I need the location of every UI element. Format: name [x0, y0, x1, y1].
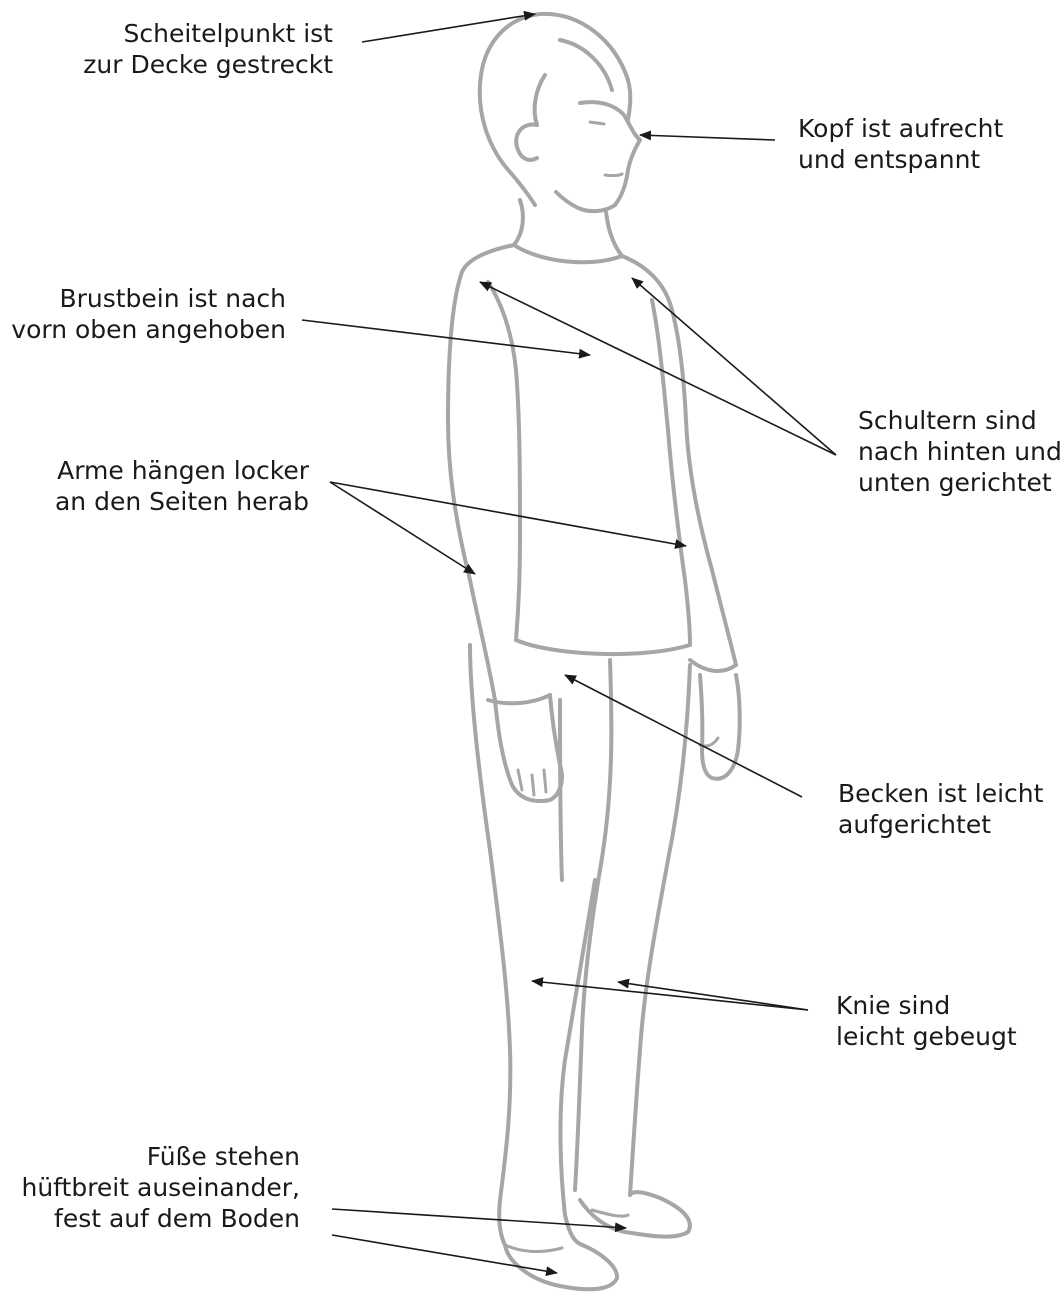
label-pelvis-line-2: aufgerichtet: [838, 809, 1043, 840]
label-feet-line-2: hüftbreit auseinander,: [21, 1172, 300, 1203]
label-arms-line-2: an den Seiten herab: [55, 486, 309, 517]
arrow-head: [640, 135, 775, 140]
arrow-pelvis: [565, 675, 802, 797]
label-shoulders-line-2: nach hinten und: [858, 436, 1061, 467]
label-pelvis-line-1: Becken ist leicht: [838, 778, 1043, 809]
label-sternum-line-1: Brustbein ist nach: [11, 283, 286, 314]
arrow-knee-left: [532, 981, 808, 1010]
label-feet: Füße stehen hüftbreit auseinander, fest …: [21, 1141, 300, 1234]
label-knees: Knie sind leicht gebeugt: [836, 990, 1017, 1052]
label-sternum: Brustbein ist nach vorn oben angehoben: [11, 283, 286, 345]
label-feet-line-1: Füße stehen: [21, 1141, 300, 1172]
arrow-foot-front: [332, 1235, 557, 1273]
label-head-line-2: und entspannt: [798, 144, 1003, 175]
label-knees-line-2: leicht gebeugt: [836, 1021, 1017, 1052]
arrow-foot-back: [332, 1209, 626, 1228]
label-arms: Arme hängen locker an den Seiten herab: [55, 455, 309, 517]
arrow-shoulder-left: [480, 282, 836, 455]
label-shoulders-line-1: Schultern sind: [858, 405, 1061, 436]
label-knees-line-1: Knie sind: [836, 990, 1017, 1021]
label-arms-line-1: Arme hängen locker: [55, 455, 309, 486]
arrow-vertex: [362, 14, 535, 42]
arrow-arm-right: [330, 482, 686, 546]
arrow-shoulder-right: [632, 278, 836, 455]
label-shoulders: Schultern sind nach hinten und unten ger…: [858, 405, 1061, 498]
label-pelvis: Becken ist leicht aufgerichtet: [838, 778, 1043, 840]
label-head: Kopf ist aufrecht und entspannt: [798, 113, 1003, 175]
arrow-knee-right: [618, 982, 808, 1010]
label-shoulders-line-3: unten gerichtet: [858, 467, 1061, 498]
arrow-sternum: [302, 320, 590, 355]
label-feet-line-3: fest auf dem Boden: [21, 1203, 300, 1234]
label-vertex-line-2: zur Decke gestreckt: [83, 49, 333, 80]
label-head-line-1: Kopf ist aufrecht: [798, 113, 1003, 144]
label-sternum-line-2: vorn oben angehoben: [11, 314, 286, 345]
label-vertex: Scheitelpunkt ist zur Decke gestreckt: [83, 18, 333, 80]
label-vertex-line-1: Scheitelpunkt ist: [83, 18, 333, 49]
